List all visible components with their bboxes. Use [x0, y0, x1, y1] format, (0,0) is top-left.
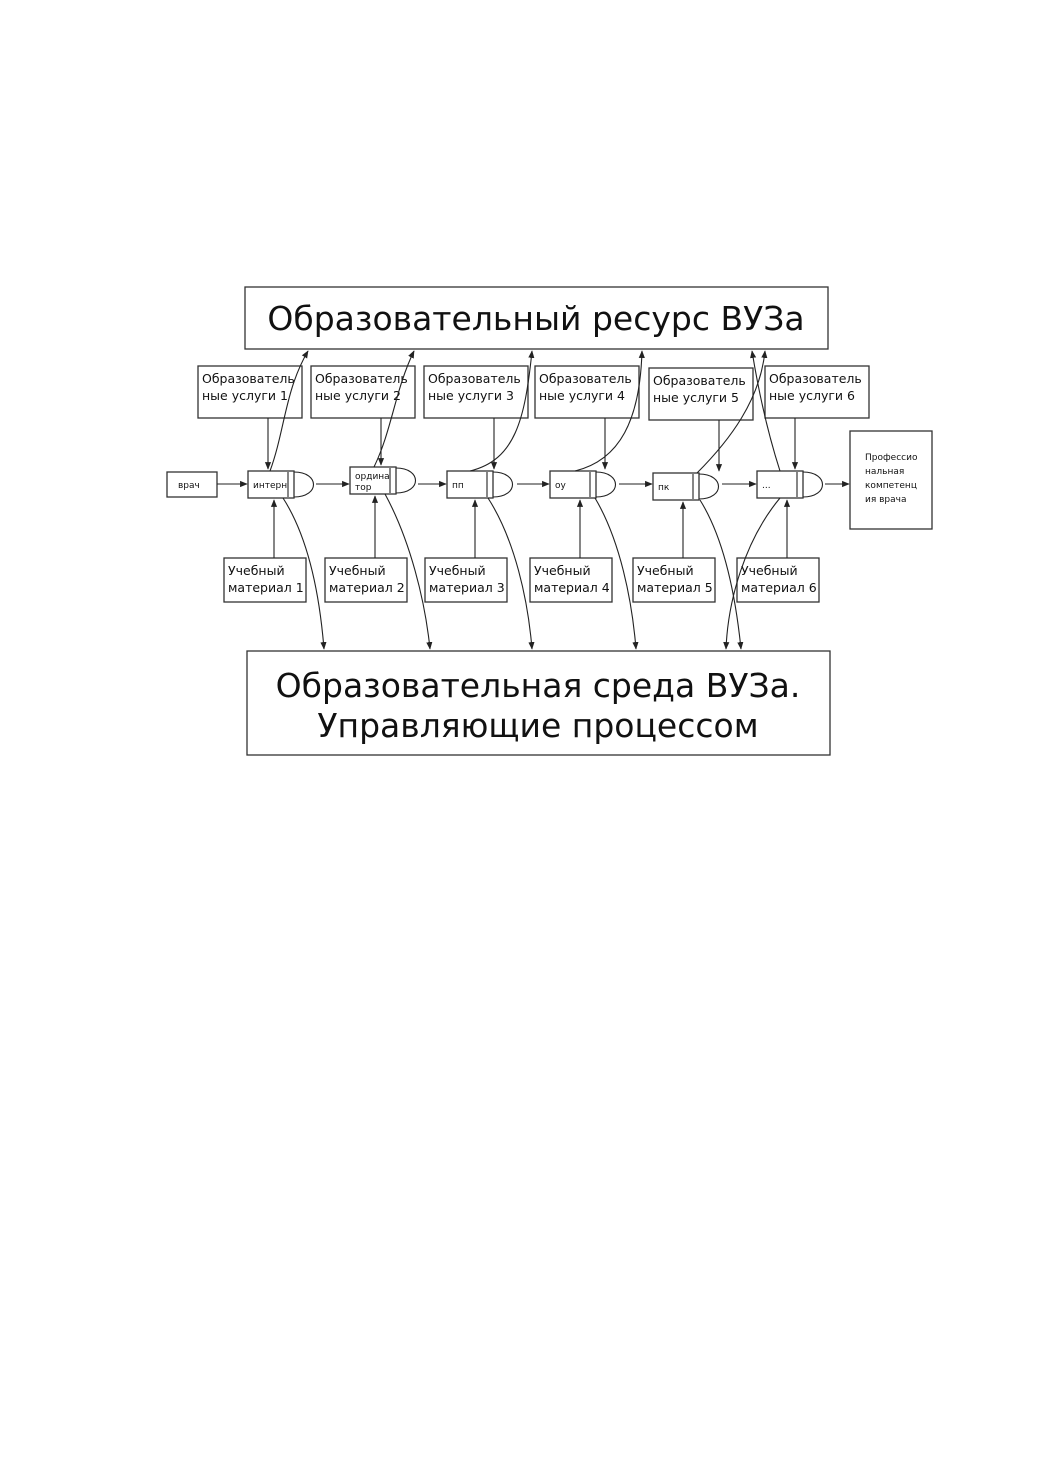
result-line-3: компетенц [865, 481, 917, 491]
stage-to-resource-arrow [696, 350, 768, 474]
service-box-5: Образователь ные услуги 5 [648, 367, 754, 421]
material-label-line-1: Учебный [329, 563, 386, 578]
material-label-line-1: Учебный [228, 563, 285, 578]
stage-to-resource-arrow [469, 350, 535, 472]
stage-to-resource-arrow [574, 350, 645, 472]
material-label-line-1: Учебный [534, 563, 591, 578]
service-label-line-1: Образователь [315, 371, 408, 386]
material-box-5: Учебный материал 5 [632, 557, 716, 603]
stage-feedback-loop [698, 473, 719, 500]
service-label-line-1: Образователь [769, 371, 862, 386]
material-label-line-2: материал 5 [637, 580, 713, 595]
material-label-line-1: Учебный [637, 563, 694, 578]
material-label-line-2: материал 3 [429, 580, 505, 595]
material-box-4: Учебный материал 4 [529, 557, 613, 603]
stage-to-resource-arrow [750, 350, 781, 472]
stage-to-environment-arrow [282, 497, 327, 650]
start-label: врач [178, 481, 200, 491]
service-label-line-2: ные услуги 3 [428, 388, 514, 403]
service-label-line-1: Образователь [202, 371, 295, 386]
stage-node-pk: пк [652, 472, 719, 501]
service-box-6: Образователь ные услуги 6 [764, 365, 870, 419]
stage-feedback-loop [293, 471, 314, 498]
stage-to-resource-arrow [373, 350, 415, 468]
service-label-line-2: ные услуги 6 [769, 388, 855, 403]
stage-label: пп [452, 481, 464, 491]
stage-node-ou: оу [549, 470, 616, 499]
environment-line-2: Управляющие процессом [317, 706, 758, 745]
stage-node-pp: пп [446, 470, 513, 499]
result-box: Профессио нальная компетенц ия врача [849, 430, 933, 530]
service-label-line-1: Образователь [653, 373, 746, 388]
stage-to-environment-arrow [594, 497, 639, 650]
service-label-line-1: Образователь [428, 371, 521, 386]
service-label-line-1: Образователь [539, 371, 632, 386]
stage-label: ... [762, 481, 771, 491]
stage-label: интерн [253, 481, 287, 491]
material-box-2: Учебный материал 2 [324, 557, 408, 603]
material-box-6: Учебный материал 6 [736, 557, 820, 603]
service-box-4: Образователь ные услуги 4 [534, 365, 640, 419]
stage-to-environment-arrow [723, 497, 781, 650]
stage-to-environment-arrow [384, 493, 433, 650]
stage-node-internship: интерн [247, 470, 314, 499]
service-label-line-2: ные услуги 5 [653, 390, 739, 405]
stage-feedback-loop [802, 471, 823, 498]
result-line-4: ия врача [865, 495, 907, 505]
stage-feedback-loop [595, 471, 616, 498]
stage-label: тор [355, 483, 372, 493]
stage-node-more: ... [756, 470, 823, 499]
material-label-line-1: Учебный [429, 563, 486, 578]
service-label-line-2: ные услуги 1 [202, 388, 288, 403]
stage-label: пк [658, 483, 670, 493]
material-label-line-2: материал 1 [228, 580, 304, 595]
start-box: врач [166, 471, 218, 498]
material-label-line-2: материал 4 [534, 580, 610, 595]
resource-label: Образовательный ресурс ВУЗа [267, 299, 804, 338]
environment-line-1: Образовательная среда ВУЗа. [276, 666, 801, 705]
material-box-3: Учебный материал 3 [424, 557, 508, 603]
material-box-1: Учебный материал 1 [223, 557, 307, 603]
stage-to-resource-arrow [269, 350, 309, 472]
stage-label: оу [555, 481, 567, 491]
edge-layer [217, 350, 850, 650]
service-box-3: Образователь ные услуги 3 [423, 365, 529, 419]
stage-feedback-loop [395, 467, 416, 494]
material-label-line-2: материал 2 [329, 580, 405, 595]
result-line-2: нальная [865, 467, 904, 477]
stage-label: ордина [355, 472, 390, 482]
resource-box: Образовательный ресурс ВУЗа [244, 286, 829, 350]
material-label-line-2: материал 6 [741, 580, 817, 595]
environment-box: Образовательная среда ВУЗа. Управляющие … [246, 650, 831, 756]
material-label-line-1: Учебный [741, 563, 798, 578]
service-label-line-2: ные услуги 2 [315, 388, 401, 403]
stage-to-environment-arrow [699, 499, 744, 650]
service-layer: Образователь ные услуги 1 Образователь ные … [197, 365, 870, 421]
service-label-line-2: ные услуги 4 [539, 388, 625, 403]
stage-feedback-loop [492, 471, 513, 498]
result-line-1: Профессио [865, 453, 918, 463]
stage-to-environment-arrow [487, 497, 535, 650]
service-box-2: Образователь ные услуги 2 [310, 365, 416, 419]
service-box-1: Образователь ные услуги 1 [197, 365, 303, 419]
